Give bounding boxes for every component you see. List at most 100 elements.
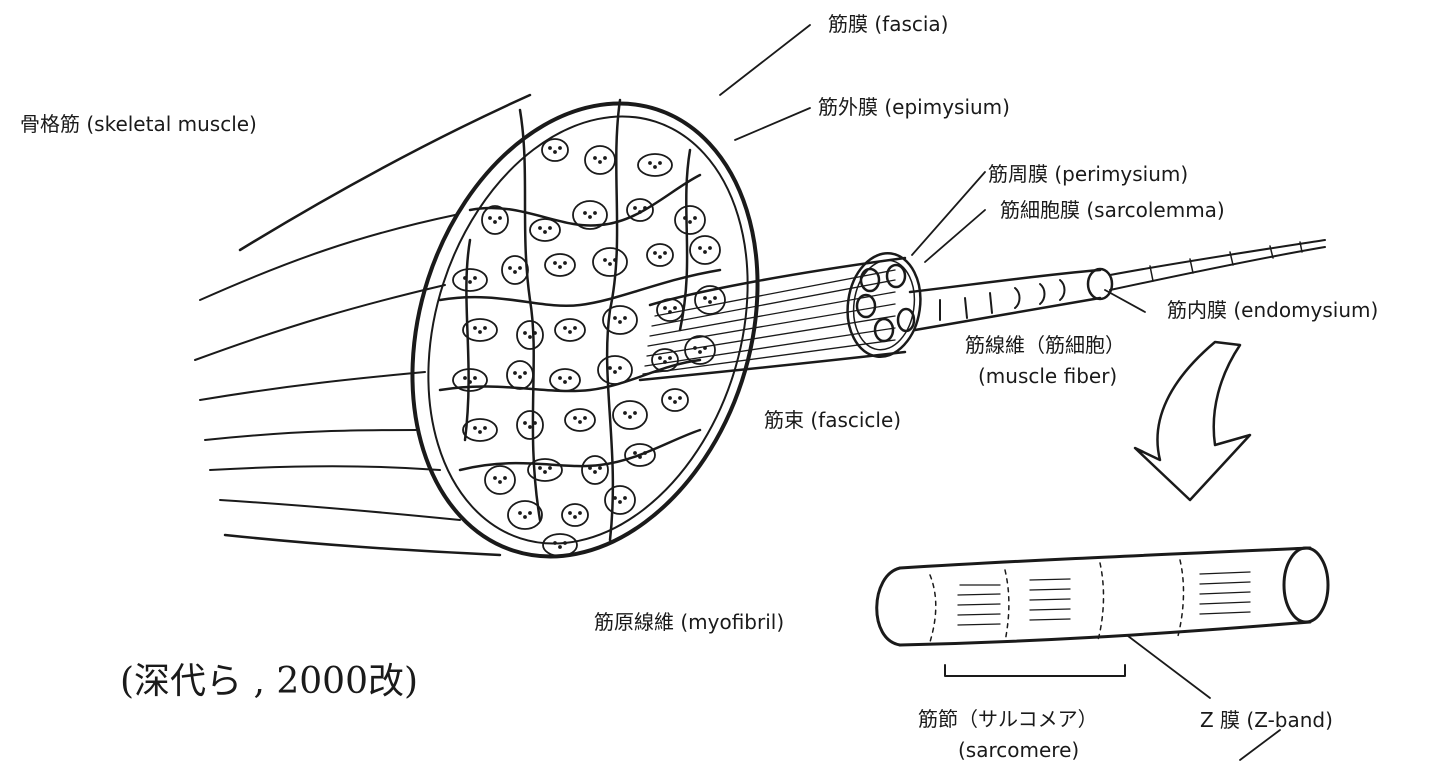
label-muscle-fiber-en: (muscle fiber) bbox=[978, 364, 1117, 388]
label-epimysium: 筋外膜 (epimysium) bbox=[818, 95, 1010, 119]
fiber-dot bbox=[619, 501, 621, 503]
label-sarcolemma: 筋細胞膜 (sarcolemma) bbox=[1000, 198, 1225, 222]
fiber-dot bbox=[634, 207, 636, 209]
fiber-dot bbox=[514, 271, 516, 273]
sarcomere-bracket bbox=[945, 665, 1125, 676]
fiber-cell bbox=[605, 486, 635, 514]
fiber-dot bbox=[549, 227, 551, 229]
fiber-dot bbox=[614, 497, 616, 499]
fiber-dot bbox=[579, 512, 581, 514]
fiber-dot bbox=[634, 412, 636, 414]
fiber-dot bbox=[699, 247, 701, 249]
fiber-dot bbox=[524, 372, 526, 374]
fiber-dot bbox=[659, 256, 661, 258]
fiber-dot bbox=[679, 397, 681, 399]
fiber-dot bbox=[509, 267, 511, 269]
fiber-dot bbox=[589, 467, 591, 469]
fiber-dot bbox=[554, 542, 556, 544]
label-endomysium: 筋内膜 (endomysium) bbox=[1167, 298, 1378, 322]
fiber-dot bbox=[494, 221, 496, 223]
fiber-dot bbox=[594, 157, 596, 159]
fiber-dot bbox=[484, 427, 486, 429]
fiber-cell bbox=[543, 534, 577, 556]
fiber-dot bbox=[559, 546, 561, 548]
fiber-dot bbox=[619, 367, 621, 369]
label-muscle-fiber-jp: 筋線維（筋細胞） bbox=[965, 333, 1125, 357]
fiber-dot bbox=[569, 331, 571, 333]
label-sarcomere-jp: 筋節（サルコメア） bbox=[918, 707, 1098, 731]
fiber-dot bbox=[639, 211, 641, 213]
fiber-cell bbox=[545, 254, 575, 276]
fiber-dot bbox=[614, 259, 616, 261]
fiber-dot bbox=[664, 252, 666, 254]
fiber-dot bbox=[554, 262, 556, 264]
fiber-dot bbox=[609, 263, 611, 265]
fiber-cell bbox=[517, 321, 543, 349]
fiber-dot bbox=[684, 217, 686, 219]
fiber-dot bbox=[589, 216, 591, 218]
fiber-dot bbox=[544, 231, 546, 233]
fiber-dot bbox=[499, 217, 501, 219]
fiber-dot bbox=[654, 252, 656, 254]
fiber-cell bbox=[593, 248, 627, 276]
fiber-cell bbox=[517, 411, 543, 439]
label-myofibril: 筋原線維 (myofibril) bbox=[594, 610, 784, 634]
fiber-dot bbox=[549, 467, 551, 469]
fiber-cell bbox=[530, 219, 560, 241]
fiber-dot bbox=[579, 421, 581, 423]
fiber-dot bbox=[604, 157, 606, 159]
fiber-dot bbox=[524, 422, 526, 424]
label-fascicle: 筋束 (fascicle) bbox=[764, 408, 901, 432]
fiber-dot bbox=[549, 147, 551, 149]
fiber-cell bbox=[482, 206, 508, 234]
fiber-dot bbox=[464, 377, 466, 379]
fiber-dot bbox=[574, 327, 576, 329]
fiber-dot bbox=[559, 147, 561, 149]
fiber-cell bbox=[598, 356, 632, 384]
fiber-dot bbox=[629, 416, 631, 418]
fiber-dot bbox=[669, 397, 671, 399]
label-skeletal-muscle: 骨格筋 (skeletal muscle) bbox=[20, 112, 257, 136]
myofibril-cylinder bbox=[877, 548, 1328, 645]
citation: (深代ら , 2000改) bbox=[120, 652, 418, 704]
label-z-band: Z 膜 (Z-band) bbox=[1200, 708, 1333, 732]
fiber-dot bbox=[504, 477, 506, 479]
fiber-dot bbox=[674, 401, 676, 403]
fiber-dot bbox=[704, 251, 706, 253]
fiber-dot bbox=[644, 452, 646, 454]
fiber-dot bbox=[669, 357, 671, 359]
fiber-dot bbox=[529, 426, 531, 428]
fiber-dot bbox=[464, 277, 466, 279]
fiber-dot bbox=[574, 417, 576, 419]
fiber-dot bbox=[564, 327, 566, 329]
fiber-cell bbox=[613, 401, 647, 429]
fiber-cell bbox=[690, 236, 720, 264]
fiber-cell bbox=[502, 256, 528, 284]
fiber-cell bbox=[485, 466, 515, 494]
fiber-dot bbox=[519, 376, 521, 378]
fiber-dot bbox=[494, 477, 496, 479]
fiber-dot bbox=[584, 212, 586, 214]
fiber-dot bbox=[624, 317, 626, 319]
fiber-dot bbox=[634, 452, 636, 454]
fiber-dot bbox=[659, 162, 661, 164]
fiber-dot bbox=[524, 332, 526, 334]
fiber-cell bbox=[550, 369, 580, 391]
fiber-dot bbox=[569, 377, 571, 379]
fiber-dot bbox=[659, 357, 661, 359]
fiber-dot bbox=[599, 161, 601, 163]
fiber-dot bbox=[474, 427, 476, 429]
fiber-dot bbox=[539, 467, 541, 469]
fiber-cell bbox=[463, 419, 497, 441]
fiber-dot bbox=[524, 516, 526, 518]
fiber-cell bbox=[555, 319, 585, 341]
fiber-dot bbox=[644, 207, 646, 209]
fiber-dot bbox=[609, 367, 611, 369]
fiber-dot bbox=[534, 332, 536, 334]
leader-lines bbox=[720, 25, 1280, 760]
fiber-dot bbox=[514, 372, 516, 374]
fiber-dot bbox=[709, 247, 711, 249]
fiber-dot bbox=[489, 217, 491, 219]
fiber-dot bbox=[559, 266, 561, 268]
fiber-dot bbox=[469, 281, 471, 283]
